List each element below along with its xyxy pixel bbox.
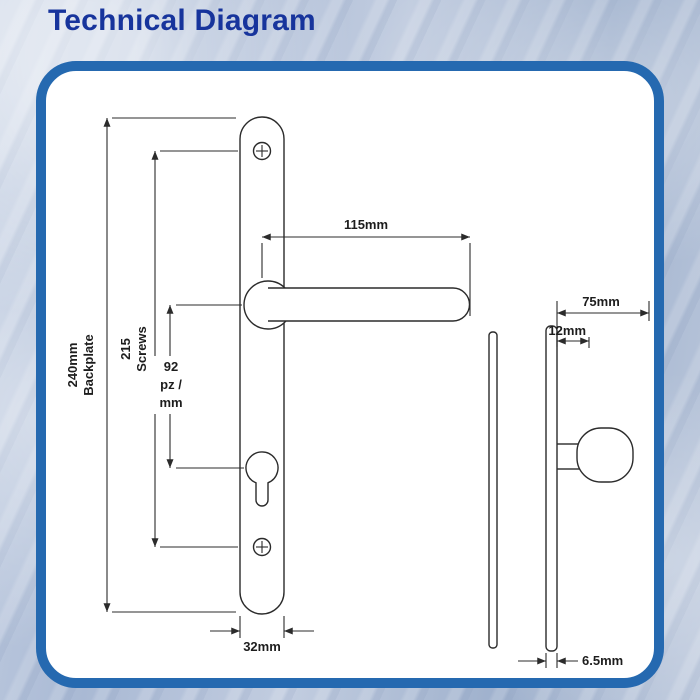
- dim-side-depth: 12mm: [548, 323, 590, 348]
- dim-plate-thickness: 6.5mm: [518, 653, 623, 668]
- top-screw: [252, 141, 272, 161]
- dim-plate-width: 32mm: [210, 616, 314, 654]
- dim-backplate-height: 240mm Backplate: [65, 117, 236, 613]
- euro-cylinder-keyhole: [245, 451, 279, 507]
- dim-plate-width-label: 32mm: [243, 639, 281, 654]
- dim-screw-spacing: 215 Screws: [118, 150, 238, 548]
- dim-handle-length-label: 115mm: [344, 217, 388, 232]
- dim-pz-spacing: 92 pz / mm: [152, 304, 244, 469]
- backplate-outline: [239, 116, 285, 615]
- dim-screw-spacing-value: 215: [118, 338, 133, 360]
- dim-side-depth-label: 12mm: [548, 323, 586, 338]
- handle-lever: [243, 280, 471, 330]
- diagram-panel: [36, 61, 664, 688]
- dim-backplate-height-value: 240mm: [65, 343, 80, 388]
- lever-arm: [268, 287, 471, 322]
- front-view: [239, 116, 471, 615]
- dim-side-overall: 75mm: [556, 294, 650, 347]
- bottom-screw: [252, 537, 272, 557]
- side-backplate-main: [545, 325, 558, 652]
- dim-pz-line1: 92: [164, 359, 178, 374]
- dim-pz-line3: mm: [159, 395, 182, 410]
- dim-backplate-height-label: Backplate: [81, 334, 96, 395]
- page-title: Technical Diagram: [48, 4, 316, 37]
- dim-side-overall-label: 75mm: [582, 294, 620, 309]
- dim-handle-length: 115mm: [261, 217, 471, 316]
- side-view: [488, 325, 634, 652]
- dim-plate-thickness-label: 6.5mm: [582, 653, 623, 668]
- dim-screw-spacing-label: Screws: [134, 326, 149, 372]
- dim-pz-line2: pz /: [160, 377, 182, 392]
- handle-grip-side: [576, 427, 634, 483]
- side-backplate-thin: [488, 331, 498, 649]
- dimensions: 240mm Backplate 215 Screws 92 pz / mm: [65, 117, 650, 668]
